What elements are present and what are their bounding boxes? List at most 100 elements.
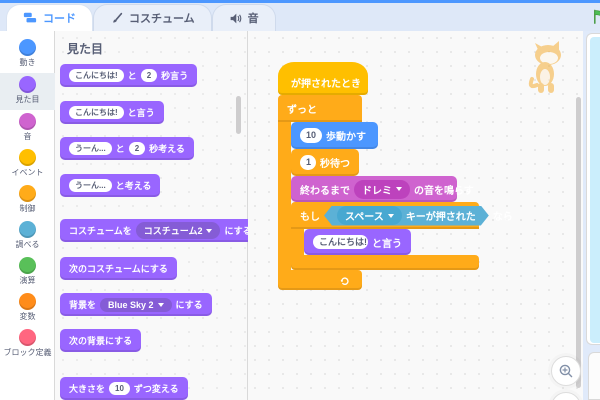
sprite-pane [588, 352, 600, 400]
palette-block-think[interactable]: うーん... と考える [60, 174, 161, 197]
block-if-then-top[interactable]: もし スペース キーが押された なら [291, 202, 513, 229]
palette-block-switch-costume[interactable]: コスチュームを コスチューム2 にする [60, 219, 261, 242]
text-input[interactable]: こんにちは! [69, 105, 124, 120]
costume-dropdown[interactable]: コスチューム2 [135, 222, 221, 239]
palette-block-change-size[interactable]: 大きさを 10 ずつ変える [60, 377, 188, 400]
paintbrush-icon [113, 12, 123, 23]
palette-block-say-for-secs[interactable]: こんにちは! と 2 秒言う [60, 64, 198, 87]
dropdown-value: コスチューム2 [143, 226, 203, 236]
block-label: と言う [127, 108, 155, 118]
palette-block-switch-backdrop[interactable]: 背景を Blue Sky 2 にする [60, 293, 212, 316]
tab-costumes[interactable]: コスチューム [93, 4, 212, 31]
category-operators[interactable]: 演算 [0, 254, 55, 291]
block-label: 秒言う [161, 71, 189, 81]
text-input[interactable]: うーん... [69, 141, 112, 156]
block-say[interactable]: こんにちは! と言う [304, 229, 411, 255]
dropdown-value: スペース [345, 212, 384, 223]
stage-controls-bar [583, 3, 600, 31]
block-label: 秒考える [149, 144, 185, 154]
tab-label: 音 [247, 13, 259, 25]
category-control[interactable]: 制御 [0, 182, 55, 219]
block-move-steps[interactable]: 10 歩動かす [291, 122, 378, 149]
palette-block-next-backdrop[interactable]: 次の背景にする [60, 329, 142, 352]
stage-backdrop [590, 37, 600, 343]
zoom-in-magnifier-icon [559, 364, 573, 378]
motion-color-dot [19, 39, 36, 56]
block-label: にする [224, 226, 252, 236]
category-label: 音 [23, 132, 32, 141]
block-when-flag-clicked[interactable]: が押されたとき [278, 62, 368, 95]
block-forever-spine[interactable] [278, 122, 291, 270]
palette-block-next-costume[interactable]: 次のコスチュームにする [60, 257, 177, 280]
workspace-scrollbar[interactable] [576, 97, 581, 388]
green-flag-icon[interactable] [592, 9, 600, 24]
code-blocks-icon [23, 12, 37, 23]
control-color-dot [19, 185, 36, 202]
category-label: 動き [19, 58, 36, 67]
operators-color-dot [19, 257, 36, 274]
block-if-spine[interactable] [291, 229, 304, 255]
zoom-out-button[interactable] [551, 392, 581, 400]
block-forever-top[interactable]: ずっと [278, 95, 362, 122]
block-label: キーが押された [405, 212, 476, 223]
sound-dropdown[interactable]: ドレミ [354, 179, 410, 199]
dropdown-value: ドレミ [362, 185, 392, 197]
block-label: ずっと [287, 105, 317, 116]
category-label: 変数 [19, 312, 36, 321]
dropdown-caret-icon [396, 187, 402, 191]
category-looks[interactable]: 見た目 [0, 73, 55, 110]
block-play-sound-until-done[interactable]: 終わるまで ドレミ の音を鳴らす [291, 176, 474, 202]
block-label: にする [175, 300, 203, 310]
block-key-pressed-condition[interactable]: スペース キーが押された [324, 206, 489, 226]
block-label: 背景を [69, 300, 97, 310]
block-label: 次の背景にする [69, 336, 133, 346]
block-label: と [127, 71, 137, 81]
script-workspace[interactable]: が押されたとき ずっと 10 歩動かす 1 秒待つ 終わるまで ドレミ の音を鳴… [248, 31, 583, 400]
category-events[interactable]: イベント [0, 146, 55, 183]
text-input[interactable]: うーん... [69, 178, 112, 193]
number-input[interactable]: 10 [300, 128, 323, 143]
backdrop-dropdown[interactable]: Blue Sky 2 [100, 297, 172, 312]
block-label: が押されたとき [291, 78, 361, 90]
text-input[interactable]: こんにちは! [313, 234, 368, 250]
category-sensing[interactable]: 調べる [0, 218, 55, 255]
block-if-bottom[interactable] [291, 255, 479, 270]
category-label: 調べる [15, 240, 40, 249]
tab-sounds[interactable]: 音 [211, 4, 276, 31]
block-label: コスチュームを [69, 226, 132, 236]
block-label: と考える [115, 181, 152, 191]
stage-panel[interactable] [586, 33, 600, 345]
zoom-in-button[interactable] [551, 356, 581, 386]
block-label: と [115, 144, 125, 154]
category-label: 見た目 [15, 95, 40, 104]
block-wait-seconds[interactable]: 1 秒待つ [291, 149, 359, 176]
number-input[interactable]: 2 [140, 68, 158, 83]
dropdown-caret-icon [157, 302, 164, 307]
myblocks-color-dot [19, 329, 36, 346]
block-label: 次のコスチュームにする [69, 264, 168, 274]
text-input[interactable]: こんにちは! [69, 68, 124, 83]
block-label: ずつ変える [133, 384, 179, 394]
number-input[interactable]: 10 [109, 381, 130, 396]
category-motion[interactable]: 動き [0, 36, 55, 73]
palette-block-say[interactable]: こんにちは! と言う [60, 101, 164, 124]
palette-scrollbar[interactable] [236, 96, 241, 134]
category-myblocks[interactable]: ブロック定義 [0, 326, 55, 370]
block-category-list: 動き 見た目 音 イベント 制御 調べる 演算 変数 ブロック定義 [0, 31, 55, 400]
key-dropdown[interactable]: スペース [337, 206, 402, 225]
block-label: 歩動かす [326, 132, 367, 143]
number-input[interactable]: 1 [300, 155, 316, 170]
category-label: 演算 [19, 276, 36, 285]
palette-block-think-for-secs[interactable]: うーん... と 2 秒考える [60, 137, 194, 160]
sprite-watermark-cat [528, 41, 561, 93]
tab-code[interactable]: コード [6, 4, 93, 31]
loop-arrow-icon [340, 277, 349, 285]
number-input[interactable]: 2 [128, 141, 146, 156]
block-forever-bottom[interactable] [278, 270, 362, 290]
category-sound[interactable]: 音 [0, 110, 55, 147]
block-palette: 見た目 こんにちは! と 2 秒言う こんにちは! と言う うーん... と 2… [56, 31, 261, 400]
category-variables[interactable]: 変数 [0, 290, 55, 327]
tab-bar: コード コスチューム 音 [0, 3, 600, 31]
block-label: 秒待つ [320, 159, 350, 170]
